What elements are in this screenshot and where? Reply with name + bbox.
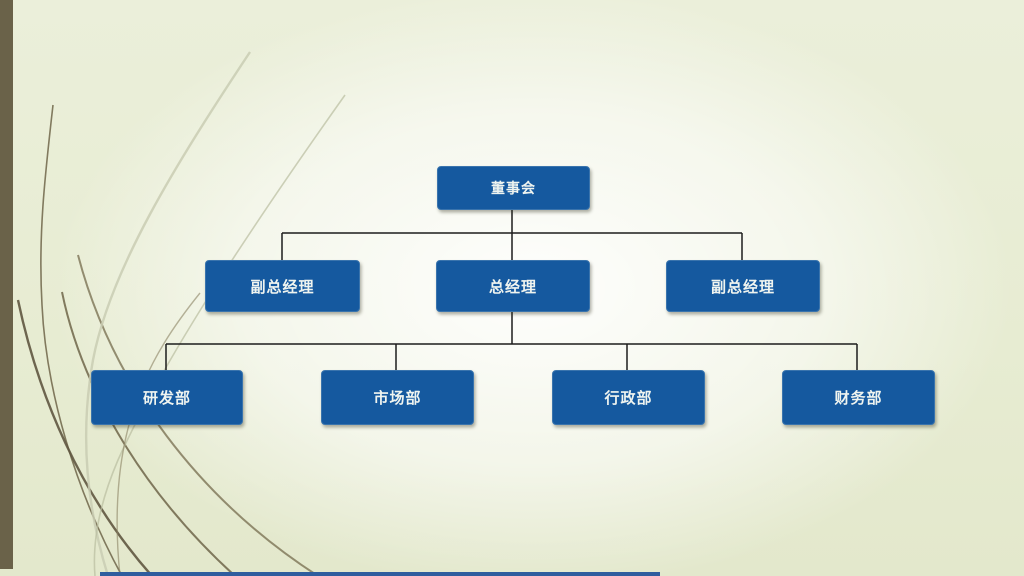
org-node-label: 总经理: [488, 277, 537, 296]
org-node-deputy-right: 副总经理: [666, 260, 820, 312]
org-node-admin-dept: 行政部: [552, 370, 705, 425]
org-node-label: 董事会: [491, 181, 536, 197]
org-node-rnd-dept: 研发部: [91, 370, 243, 425]
org-node-marketing-dept: 市场部: [321, 370, 474, 425]
org-node-label: 市场部: [373, 389, 422, 407]
org-node-finance-dept: 财务部: [782, 370, 935, 425]
org-node-deputy-left: 副总经理: [205, 260, 360, 312]
org-node-label: 财务部: [834, 389, 883, 407]
left-accent-bar: [0, 0, 13, 569]
bottom-accent-line: [100, 572, 660, 576]
org-node-label: 研发部: [142, 389, 191, 407]
org-node-label: 副总经理: [250, 277, 315, 296]
org-node-label: 行政部: [604, 389, 653, 407]
org-node-label: 副总经理: [710, 277, 775, 296]
org-node-general-manager: 总经理: [436, 260, 590, 312]
org-node-board: 董事会: [437, 166, 590, 210]
